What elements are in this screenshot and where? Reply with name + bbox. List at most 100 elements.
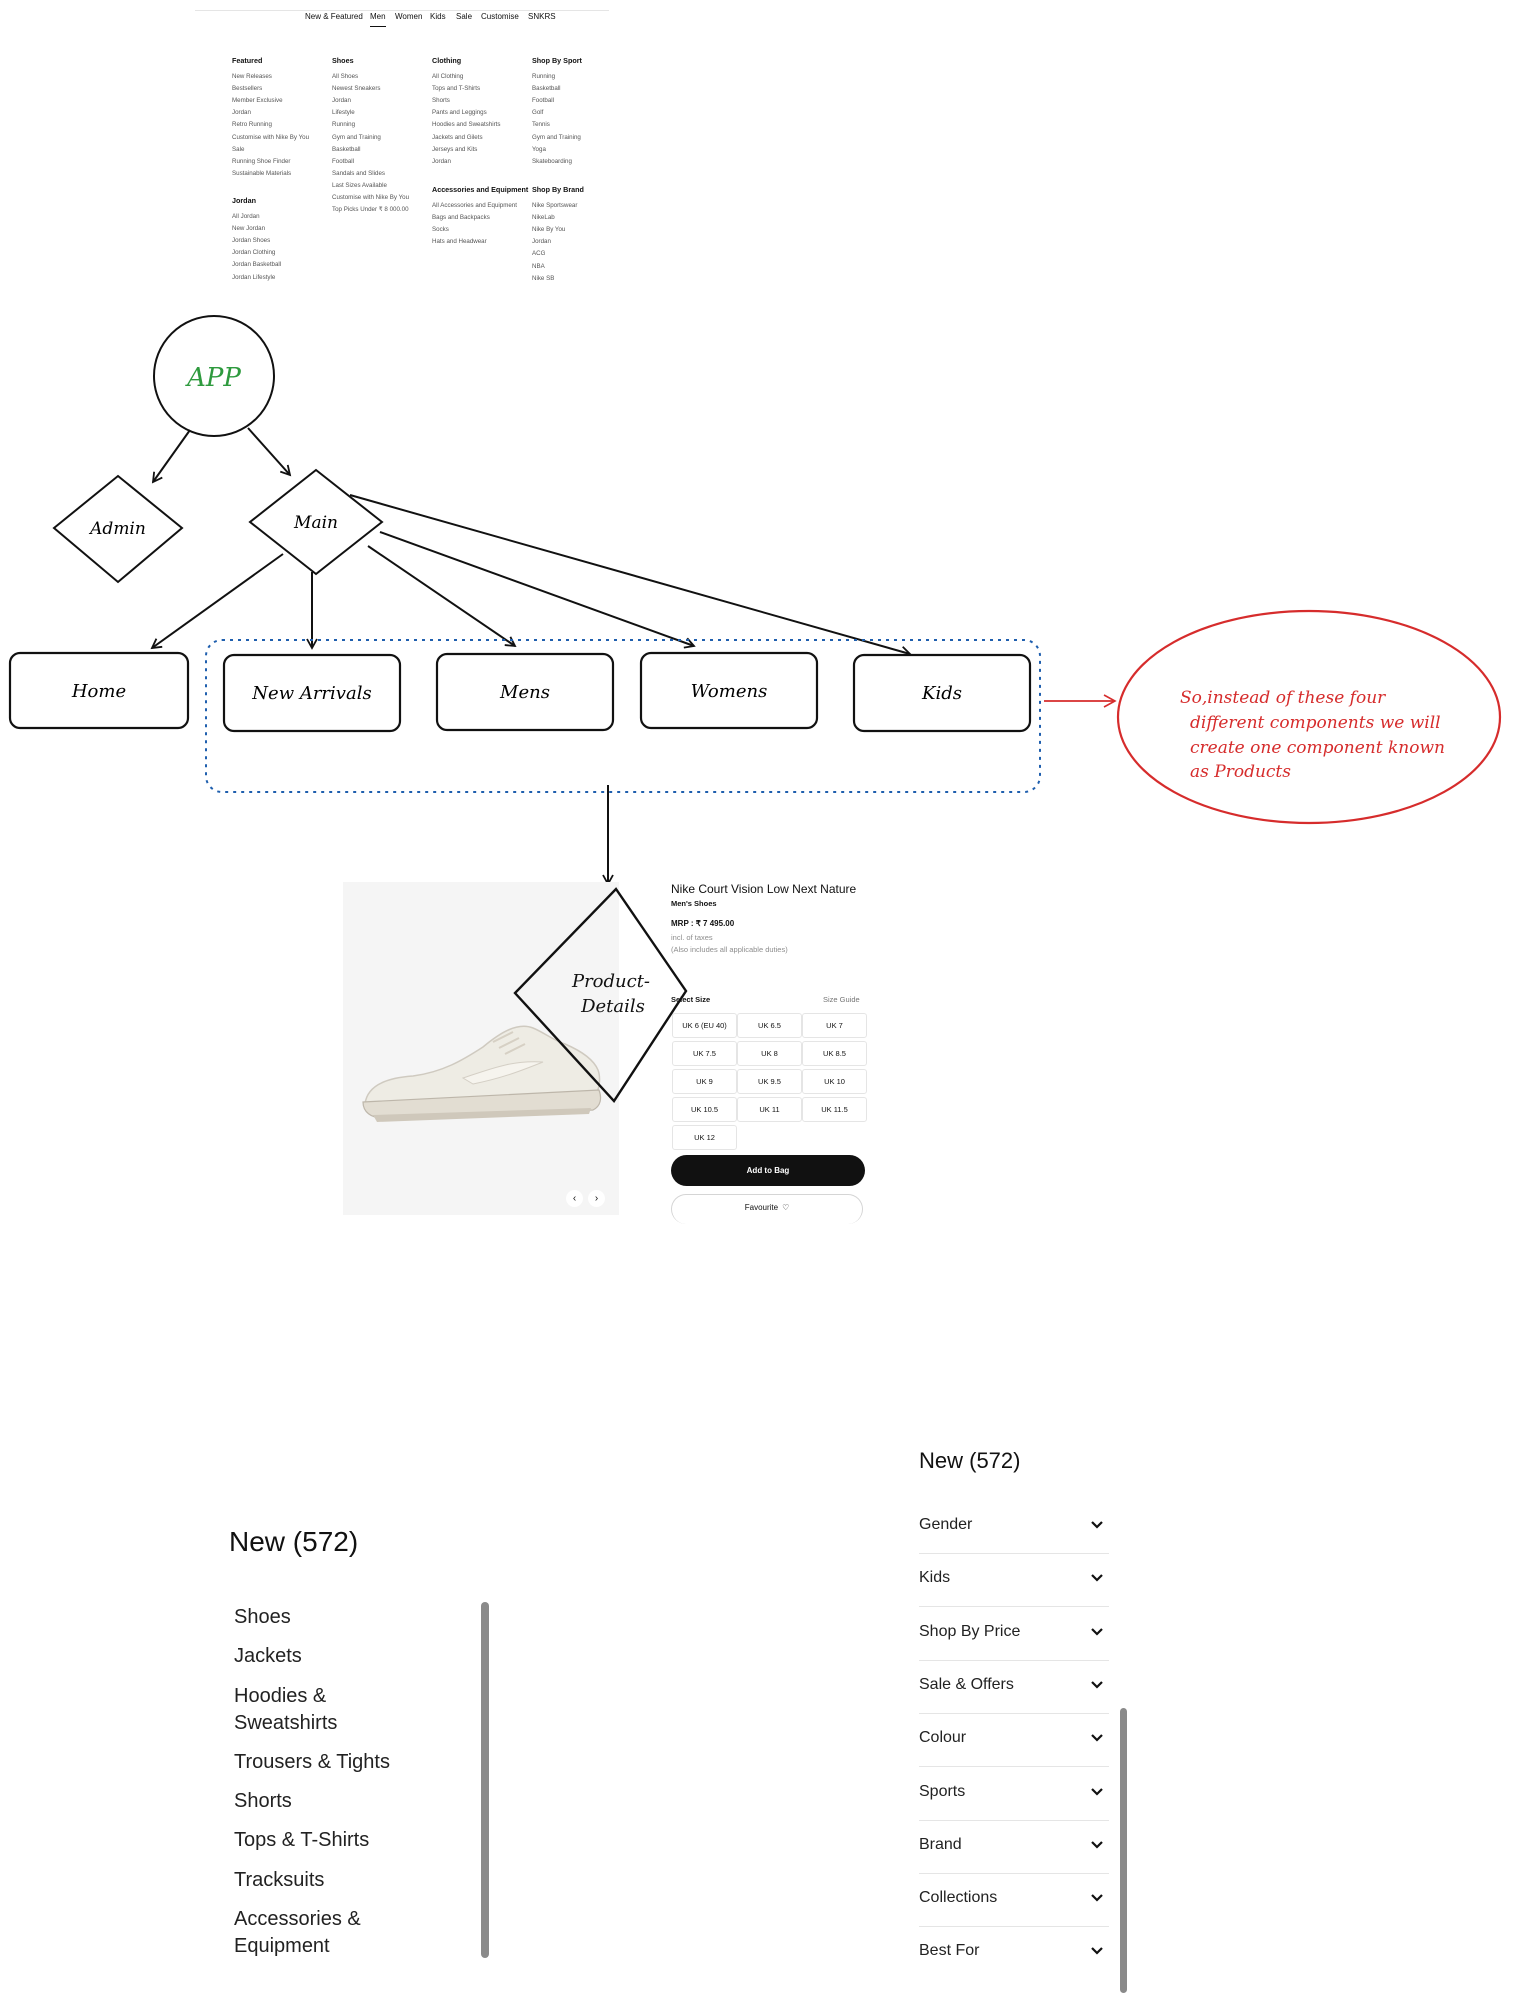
menu-link[interactable]: ACG xyxy=(532,250,546,258)
size-option[interactable]: UK 7.5 xyxy=(672,1041,737,1066)
size-option[interactable]: UK 8.5 xyxy=(802,1041,867,1066)
menu-link[interactable]: Retro Running xyxy=(232,121,272,129)
menu-link[interactable]: Socks xyxy=(432,226,449,234)
filter-row[interactable]: Best For xyxy=(919,1926,1109,1979)
menu-link[interactable]: All Accessories and Equipment xyxy=(432,202,517,210)
filter-row[interactable]: Brand xyxy=(919,1820,1109,1874)
menu-link[interactable]: Jordan xyxy=(232,109,251,117)
menu-link[interactable]: Tops and T-Shirts xyxy=(432,85,481,93)
menu-link[interactable]: Member Exclusive xyxy=(232,97,283,105)
filter-row[interactable]: Gender xyxy=(919,1500,1109,1554)
size-option[interactable]: UK 6.5 xyxy=(737,1013,802,1038)
filter-row[interactable]: Colour xyxy=(919,1713,1109,1768)
nav-tab-women[interactable]: Women xyxy=(395,12,423,21)
size-option[interactable]: UK 12 xyxy=(672,1125,737,1150)
category-item[interactable]: Tracksuits xyxy=(234,1869,325,1891)
nav-tab-men[interactable]: Men xyxy=(370,12,386,27)
menu-link[interactable]: Tennis xyxy=(532,121,550,129)
category-item[interactable]: Tops & T-Shirts xyxy=(234,1829,370,1851)
menu-link[interactable]: Yoga xyxy=(532,145,546,153)
menu-link[interactable]: Jackets and Gilets xyxy=(432,133,483,141)
menu-link[interactable]: Customise with Nike By You xyxy=(232,133,310,141)
filter-row[interactable]: Shop By Price xyxy=(919,1607,1109,1661)
menu-link[interactable]: NikeLab xyxy=(532,214,555,222)
menu-link[interactable]: Jordan Lifestyle xyxy=(232,273,276,281)
size-option[interactable]: UK 7 xyxy=(802,1013,867,1038)
add-to-bag-button[interactable]: Add to Bag xyxy=(671,1155,865,1186)
menu-link[interactable]: Last Sizes Available xyxy=(332,181,387,189)
menu-link[interactable]: Basketball xyxy=(532,85,561,93)
menu-link[interactable]: Sale xyxy=(232,145,245,153)
menu-link[interactable]: NBA xyxy=(532,262,545,270)
menu-link[interactable]: Gym and Training xyxy=(332,133,381,141)
menu-link[interactable]: Bags and Backpacks xyxy=(432,214,490,222)
menu-link[interactable]: Football xyxy=(332,157,355,165)
menu-link[interactable]: Jordan xyxy=(432,157,451,165)
edge-app-admin xyxy=(151,429,191,484)
menu-link[interactable]: All Jordan xyxy=(232,213,260,221)
category-item[interactable]: Hoodies & Sweatshirts xyxy=(234,1685,338,1734)
carousel-prev-button[interactable]: ‹ xyxy=(566,1190,583,1207)
favourite-button[interactable]: Favourite♡ xyxy=(671,1194,863,1224)
category-item[interactable]: Trousers & Tights xyxy=(234,1751,390,1773)
menu-link[interactable]: Pants and Leggings xyxy=(432,109,487,117)
menu-link[interactable]: Nike SB xyxy=(532,274,555,282)
nav-tab-sale[interactable]: Sale xyxy=(456,12,473,21)
category-item[interactable]: Accessories & Equipment xyxy=(234,1908,361,1957)
menu-link[interactable]: Newest Sneakers xyxy=(332,85,381,93)
filter-row[interactable]: Collections xyxy=(919,1873,1109,1928)
size-option[interactable]: UK 10 xyxy=(802,1069,867,1094)
menu-link[interactable]: New Releases xyxy=(232,73,272,81)
menu-link[interactable]: Running xyxy=(332,121,356,129)
menu-link[interactable]: Bestsellers xyxy=(232,85,263,93)
menu-link[interactable]: Lifestyle xyxy=(332,109,355,117)
filter-scrollbar[interactable] xyxy=(1120,1708,1127,1993)
menu-link[interactable]: Golf xyxy=(532,109,544,117)
size-option[interactable]: UK 10.5 xyxy=(672,1097,737,1122)
menu-link[interactable]: Gym and Training xyxy=(532,133,581,141)
category-item[interactable]: Jackets xyxy=(234,1645,302,1667)
nav-tab-kids[interactable]: Kids xyxy=(430,12,446,21)
size-option[interactable]: UK 11 xyxy=(737,1097,802,1122)
filter-row[interactable]: Sale & Offers xyxy=(919,1660,1109,1714)
category-item[interactable]: Shorts xyxy=(234,1790,292,1812)
category-item[interactable]: Shoes xyxy=(234,1606,291,1628)
menu-link[interactable]: Sandals and Slides xyxy=(332,169,385,177)
menu-link[interactable]: Top Picks Under ₹ 8 000.00 xyxy=(332,206,409,214)
menu-link[interactable]: Nike By You xyxy=(532,226,566,234)
menu-link[interactable]: Running Shoe Finder xyxy=(232,157,291,165)
menu-link[interactable]: Running xyxy=(532,73,556,81)
size-option[interactable]: UK 9 xyxy=(672,1069,737,1094)
menu-link[interactable]: Basketball xyxy=(332,145,361,153)
category-scrollbar[interactable] xyxy=(481,1602,489,1958)
size-option[interactable]: UK 6 (EU 40) xyxy=(672,1013,737,1038)
carousel-next-button[interactable]: › xyxy=(588,1190,605,1207)
size-guide-link[interactable]: Size Guide xyxy=(823,995,860,1004)
menu-link[interactable]: New Jordan xyxy=(232,225,266,233)
filter-row[interactable]: Kids xyxy=(919,1553,1109,1608)
menu-link[interactable]: Skateboarding xyxy=(532,157,572,165)
edge-main-womens xyxy=(379,531,696,649)
menu-link[interactable]: Shorts xyxy=(432,97,450,105)
menu-link[interactable]: All Clothing xyxy=(432,73,464,81)
menu-link[interactable]: Jordan Basketball xyxy=(232,261,282,269)
nav-tab-snkrs[interactable]: SNKRS xyxy=(528,12,556,21)
menu-link[interactable]: Jordan xyxy=(332,97,351,105)
size-option[interactable]: UK 11.5 xyxy=(802,1097,867,1122)
menu-link[interactable]: Jordan Clothing xyxy=(232,249,276,257)
menu-link[interactable]: Sustainable Materials xyxy=(232,169,292,177)
nav-tab-new-featured[interactable]: New & Featured xyxy=(305,12,363,21)
menu-link[interactable]: All Shoes xyxy=(332,73,359,81)
menu-link[interactable]: Jerseys and Kits xyxy=(432,145,478,153)
menu-link[interactable]: Jordan xyxy=(532,238,551,246)
nav-tab-customise[interactable]: Customise xyxy=(481,12,519,21)
size-option[interactable]: UK 9.5 xyxy=(737,1069,802,1094)
menu-link[interactable]: Hats and Headwear xyxy=(432,238,487,246)
filter-row[interactable]: Sports xyxy=(919,1767,1109,1821)
size-option[interactable]: UK 8 xyxy=(737,1041,802,1066)
menu-link[interactable]: Customise with Nike By You xyxy=(332,194,410,202)
menu-link[interactable]: Jordan Shoes xyxy=(232,237,271,245)
menu-link[interactable]: Hoodies and Sweatshirts xyxy=(432,121,501,129)
menu-link[interactable]: Football xyxy=(532,97,555,105)
menu-link[interactable]: Nike Sportswear xyxy=(532,202,578,210)
